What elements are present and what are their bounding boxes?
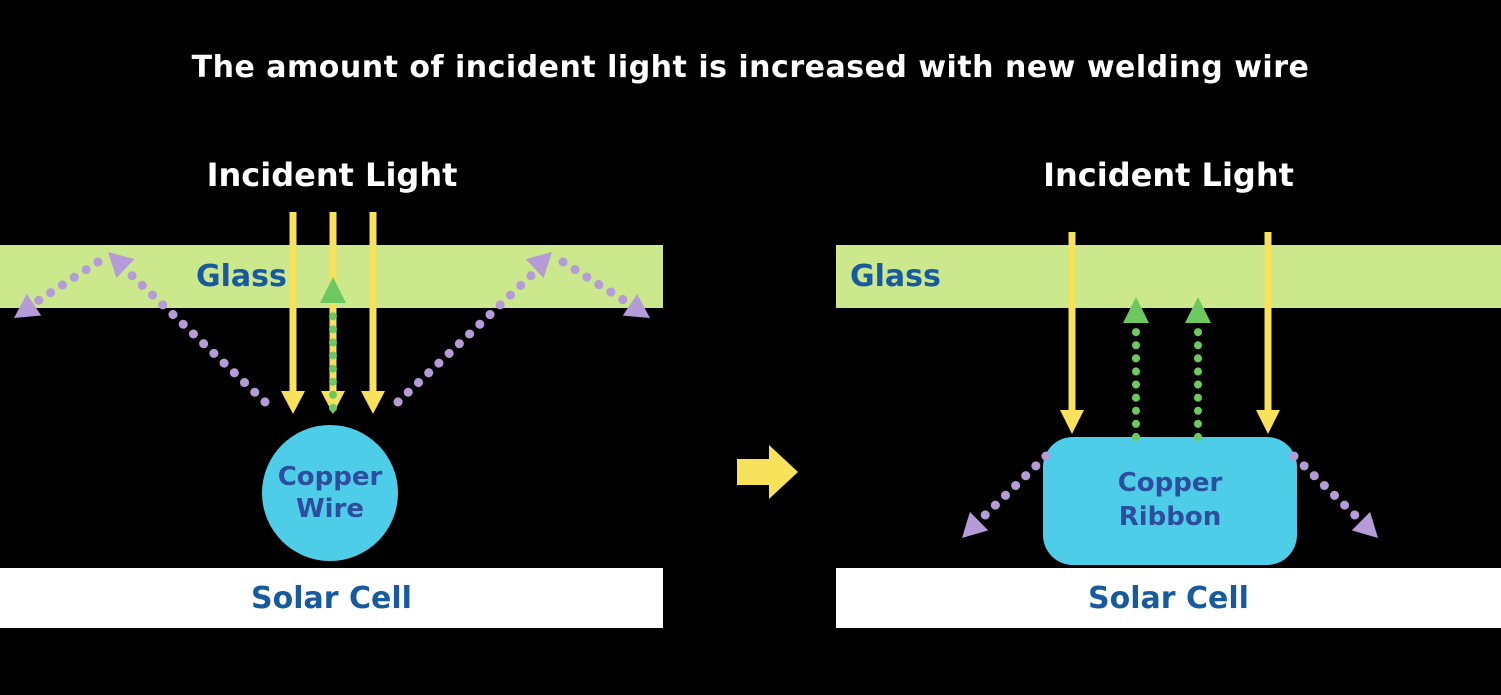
- right-glass-label: Glass: [850, 259, 941, 294]
- arrow-shaft: [1289, 451, 1367, 527]
- copper-wire-label-line1: Copper: [277, 461, 383, 492]
- copper-ribbon-label-line2: Ribbon: [1118, 502, 1222, 532]
- right-reflected-light-arrows: [1123, 297, 1211, 441]
- copper-wire-label-line2: Wire: [295, 494, 365, 524]
- left-incident-light-arrows: [281, 212, 385, 414]
- right-glass-layer: [836, 245, 1501, 308]
- arrow-head-icon: [962, 511, 989, 538]
- diagram-title: The amount of incident light is increase…: [191, 50, 1310, 85]
- transition-arrow: [737, 445, 798, 499]
- left-glass-layer: [0, 245, 663, 308]
- copper-ribbon-shape: Copper Ribbon: [1043, 437, 1297, 565]
- right-solar-cell-layer: Solar Cell: [836, 568, 1501, 628]
- copper-ribbon-label-line1: Copper: [1117, 468, 1223, 499]
- left-glass-label: Glass: [196, 259, 287, 294]
- right-solar-cell-label: Solar Cell: [1088, 580, 1249, 616]
- arrow-head-icon: [1351, 511, 1378, 538]
- copper-wire-shape: Copper Wire: [262, 425, 398, 561]
- arrow-head-icon: [281, 391, 305, 414]
- arrow-head-icon: [361, 391, 385, 414]
- arrow-head-icon: [1256, 410, 1280, 434]
- left-incident-light-label: Incident Light: [206, 156, 458, 194]
- left-solar-cell-label: Solar Cell: [251, 580, 412, 616]
- arrow-head-icon: [1060, 410, 1084, 434]
- arrow-shaft: [973, 451, 1051, 527]
- left-solar-cell-layer: Solar Cell: [0, 568, 663, 628]
- arrow-head-icon: [321, 391, 345, 414]
- right-incident-light-label: Incident Light: [1043, 156, 1294, 194]
